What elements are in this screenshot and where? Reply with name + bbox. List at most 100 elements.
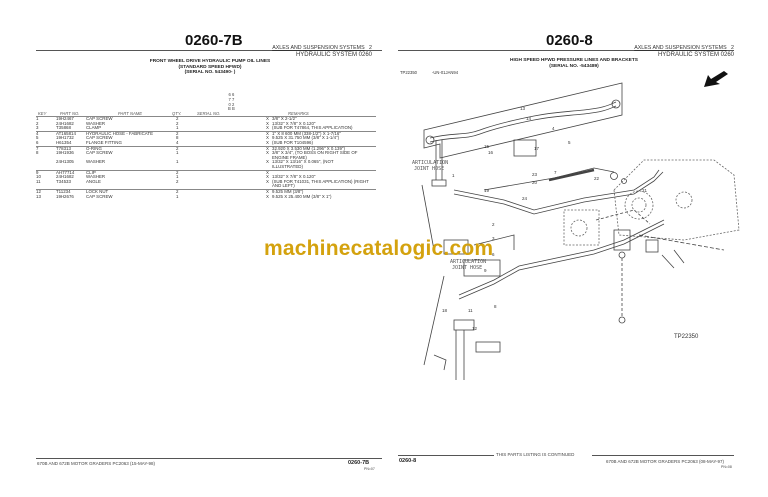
col-part-no: PART NO. bbox=[60, 111, 80, 116]
part-key: 9 bbox=[36, 169, 56, 176]
part-remarks: 9.525 X 31.750 MM (3/8" X 1-1/4") bbox=[272, 135, 340, 141]
part-number: 24H1682 bbox=[56, 174, 74, 180]
svg-text:14: 14 bbox=[526, 116, 532, 121]
part-name: CAP SCREW bbox=[86, 135, 113, 141]
part-key: 7 bbox=[36, 145, 56, 152]
svg-text:2: 2 bbox=[492, 222, 495, 227]
part-number: 19H2467 bbox=[56, 115, 86, 122]
svg-text:6: 6 bbox=[492, 252, 495, 257]
part-qty: 2 bbox=[176, 178, 179, 184]
model-mark: X bbox=[266, 139, 269, 145]
header-rule bbox=[398, 50, 734, 51]
part-key: 10 bbox=[36, 174, 41, 180]
part-qty: 1 bbox=[176, 174, 179, 180]
part-key: 8 bbox=[36, 150, 39, 156]
footer-rule bbox=[36, 458, 382, 459]
serial-no bbox=[218, 130, 266, 137]
part-remarks: (SUB FOR T104596) bbox=[272, 139, 313, 145]
part-qty: 2 bbox=[176, 145, 218, 152]
part-qty: 2 bbox=[176, 188, 218, 195]
figure-ref: TP22350 bbox=[400, 70, 417, 75]
footer-page-number: 0260-8 bbox=[399, 458, 417, 464]
part-qty: 1 bbox=[176, 193, 179, 199]
part-number: T78313 bbox=[56, 145, 86, 152]
part-qty: 8 bbox=[176, 135, 179, 141]
part-qty: 1 bbox=[176, 159, 179, 165]
footer-text: 670B AND 672B MOTOR GRADERS PC2063 (08-M… bbox=[606, 459, 724, 464]
part-qty: 2 bbox=[176, 130, 218, 137]
svg-text:16: 16 bbox=[488, 150, 494, 155]
figure-code: -UN-01JAN94 bbox=[432, 70, 459, 75]
part-remarks: 3/8" X 3/4", (TO BOSS ON RIGHT SIDE OF bbox=[272, 150, 358, 156]
model-mark: X bbox=[266, 174, 269, 180]
part-name: WASHER bbox=[86, 174, 106, 180]
part-number: AH77714 bbox=[56, 169, 86, 176]
svg-text:20: 20 bbox=[532, 180, 538, 185]
part-name: FLANGE FITTING bbox=[86, 139, 122, 145]
svg-text:11: 11 bbox=[468, 308, 473, 313]
model-codes: 6 6 7 7 0 2 B B bbox=[228, 92, 235, 112]
part-remarks: 32.920 X 3.530 MM (1.296" X 0.139") bbox=[272, 145, 376, 152]
model-mark: X bbox=[266, 169, 272, 176]
svg-text:22: 22 bbox=[594, 176, 600, 181]
part-remarks: 3/8" X 2-1/2" bbox=[272, 115, 376, 122]
model-mark: X bbox=[266, 125, 269, 131]
svg-text:7: 7 bbox=[554, 170, 557, 175]
part-name: HYDRAULIC HOSE - FABRICATE bbox=[86, 130, 176, 137]
footer-rule-left bbox=[398, 455, 494, 456]
svg-text:5: 5 bbox=[568, 140, 571, 145]
part-qty: 2 bbox=[176, 169, 218, 176]
page-title: HIGH SPEED HFWD PRESSURE LINES AND BRACK… bbox=[509, 58, 639, 69]
model-mark: X bbox=[266, 178, 269, 184]
footer-page-number: 0260-7B bbox=[348, 460, 370, 466]
part-qty: 2 bbox=[176, 115, 218, 122]
model-mark: X bbox=[266, 135, 269, 141]
serial-no bbox=[218, 169, 266, 176]
col-part-name: PART NAME bbox=[118, 111, 143, 116]
part-name: CAP SCREW bbox=[86, 193, 113, 199]
model-mark: X bbox=[266, 188, 272, 195]
part-name: CAP SCREW bbox=[86, 115, 176, 122]
svg-text:ARTICULATION: ARTICULATION bbox=[450, 259, 486, 265]
svg-text:3: 3 bbox=[492, 236, 495, 241]
svg-text:8: 8 bbox=[494, 304, 497, 309]
svg-text:ARTICULATION: ARTICULATION bbox=[412, 160, 448, 166]
page-title: FRONT WHEEL DRIVE HYDRAULIC PUMP OIL LIN… bbox=[149, 59, 271, 76]
model-mark: X bbox=[266, 130, 272, 137]
part-qty: 1 bbox=[176, 150, 179, 156]
part-number: 19H2676 bbox=[56, 193, 74, 199]
part-key: 3 bbox=[36, 125, 39, 131]
continued-notice: THIS PARTS LISTING IS CONTINUED bbox=[496, 452, 575, 457]
svg-text:17: 17 bbox=[534, 146, 540, 151]
model-mark: X bbox=[266, 145, 272, 152]
part-number: 19H1936 bbox=[56, 150, 74, 156]
model-mark: X bbox=[266, 120, 269, 126]
page-number: 0260-7B bbox=[185, 32, 243, 49]
part-number: T34533 bbox=[56, 178, 71, 184]
svg-text:9: 9 bbox=[484, 268, 487, 273]
part-remarks: AND LEFT) bbox=[272, 183, 295, 189]
table-row: ILLUSTRATED) bbox=[36, 164, 376, 170]
part-remarks: 13/32" X 7/8" X 0.120" bbox=[272, 174, 316, 180]
part-remarks: 13/32" X 13/16" X 0.065", (NOT bbox=[272, 159, 334, 165]
part-number: 24H1305 bbox=[56, 159, 74, 165]
part-remarks: (SUB FOR T41031, THIS APPLICATION) (RIGH… bbox=[272, 178, 369, 184]
part-number: T11234 bbox=[56, 188, 86, 195]
part-name: CAP SCREW bbox=[86, 150, 113, 156]
part-number: AT165814 bbox=[56, 130, 86, 137]
part-name: CLIP bbox=[86, 169, 176, 176]
col-key: KEY bbox=[38, 111, 47, 116]
part-remarks: 9.525 X 25.400 MM (3/8" X 1") bbox=[272, 193, 332, 199]
serial-no bbox=[218, 188, 266, 195]
part-name: O-RING bbox=[86, 145, 176, 152]
part-key: 13 bbox=[36, 193, 41, 199]
col-qty: QTY. bbox=[172, 111, 182, 116]
col-serial: SERIAL NO. bbox=[197, 111, 221, 116]
